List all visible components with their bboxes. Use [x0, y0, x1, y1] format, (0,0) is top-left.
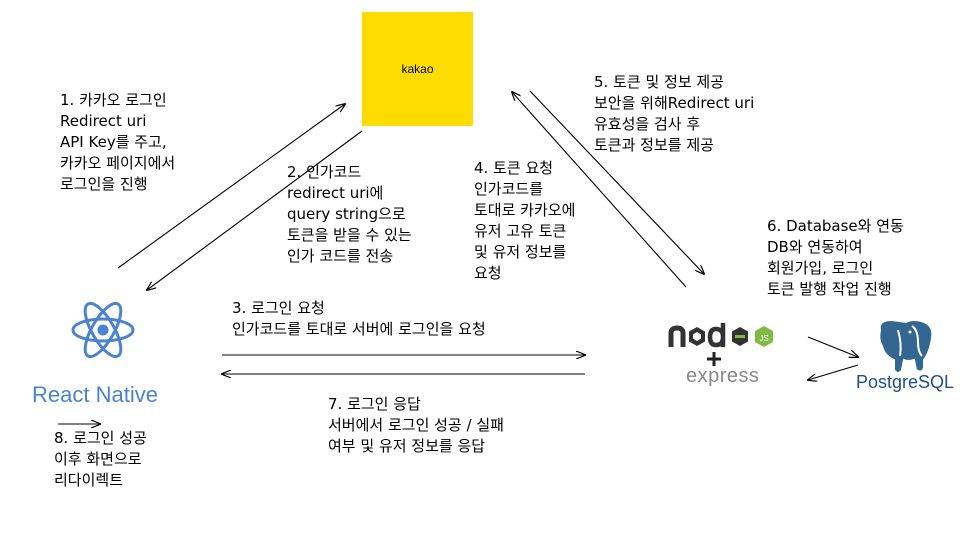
step-line: 4. 토큰 요청	[474, 159, 554, 177]
express-label: express	[686, 365, 760, 387]
step-line: 토대로 카카오에	[474, 201, 576, 219]
step-7-text: 7. 로그인 응답 서버에서 로그인 성공 / 실패 여부 및 유저 정보를 응…	[328, 394, 504, 457]
arrow-1-rn-to-kakao	[117, 104, 345, 269]
step-line: 리다이렉트	[54, 471, 124, 489]
arrow-5-kakao-to-server	[529, 90, 704, 274]
step-8-text: 8. 로그인 성공 이후 화면으로 리다이렉트	[54, 428, 147, 491]
step-line: 카카오 페이지에서	[60, 154, 176, 172]
step-5-text: 5. 토큰 및 정보 제공 보안을 위해Redirect uri 유효성을 검사…	[594, 72, 754, 156]
kakao-label: kakao	[401, 62, 434, 76]
step-line: 여부 및 유저 정보를 응답	[328, 437, 486, 455]
step-line: 1. 카카오 로그인	[60, 91, 167, 109]
step-line: 토큰 발행 작업 진행	[767, 280, 892, 298]
arrow-6-server-to-db	[807, 336, 858, 357]
step-4-text: 4. 토큰 요청 인가코드를 토대로 카카오에 유저 고유 토큰 및 유저 정보…	[474, 158, 575, 284]
step-2-text: 2. 인가코드 redirect uri에 query string으로 토큰을…	[287, 162, 412, 267]
step-line: 2. 인가코드	[287, 163, 362, 181]
step-line: 토큰을 받을 수 있는	[287, 226, 412, 244]
step-line: 8. 로그인 성공	[54, 429, 147, 447]
node-logo-icon: JS	[668, 323, 773, 348]
step-line: query string으로	[287, 205, 406, 223]
step-line: API Key를 주고,	[60, 133, 167, 151]
step-line: 보안을 위해Redirect uri	[594, 94, 755, 112]
step-line: DB와 연동하여	[767, 238, 863, 256]
postgresql-elephant-icon	[878, 318, 934, 374]
step-line: 인가코드를	[474, 180, 544, 198]
step-line: 및 유저 정보를	[474, 243, 567, 261]
step-line: 유저 고유 토큰	[474, 222, 567, 240]
step-line: 인가 코드를 전송	[287, 247, 394, 265]
step-line: 서버에서 로그인 성공 / 실패	[328, 416, 504, 434]
arrow-6-db-to-server	[808, 364, 859, 380]
svg-text:JS: JS	[759, 334, 768, 343]
step-6-text: 6. Database와 연동 DB와 연동하여 회원가입, 로그인 토큰 발행…	[767, 216, 904, 300]
step-line: 5. 토큰 및 정보 제공	[594, 73, 724, 91]
step-line: 이후 화면으로	[54, 450, 142, 468]
plus-icon	[707, 352, 721, 366]
step-line: Redirect uri	[60, 112, 147, 130]
step-line: 인가코드를 토대로 서버에 로그인을 요청	[232, 320, 486, 338]
postgresql-label: PostgreSQL	[856, 372, 955, 392]
react-native-label: React Native	[32, 382, 158, 407]
step-3-text: 3. 로그인 요청 인가코드를 토대로 서버에 로그인을 요청	[232, 298, 486, 340]
step-line: 3. 로그인 요청	[232, 299, 325, 317]
step-line: 로그인을 진행	[60, 175, 148, 193]
step-line: 유효성을 검사 후	[594, 115, 701, 133]
react-logo-icon	[71, 301, 135, 359]
step-line: 7. 로그인 응답	[328, 395, 421, 413]
arrow-2-kakao-to-rn	[147, 130, 363, 290]
step-1-text: 1. 카카오 로그인 Redirect uri API Key를 주고, 카카오…	[60, 90, 175, 195]
step-line: 6. Database와 연동	[767, 217, 904, 235]
kakao-node: kakao	[362, 12, 473, 126]
arrow-4-server-to-kakao	[512, 92, 687, 288]
step-line: 요청	[474, 264, 502, 282]
step-line: 회원가입, 로그인	[767, 259, 874, 277]
step-line: 토큰과 정보를 제공	[594, 136, 714, 154]
step-line: redirect uri에	[287, 184, 384, 202]
